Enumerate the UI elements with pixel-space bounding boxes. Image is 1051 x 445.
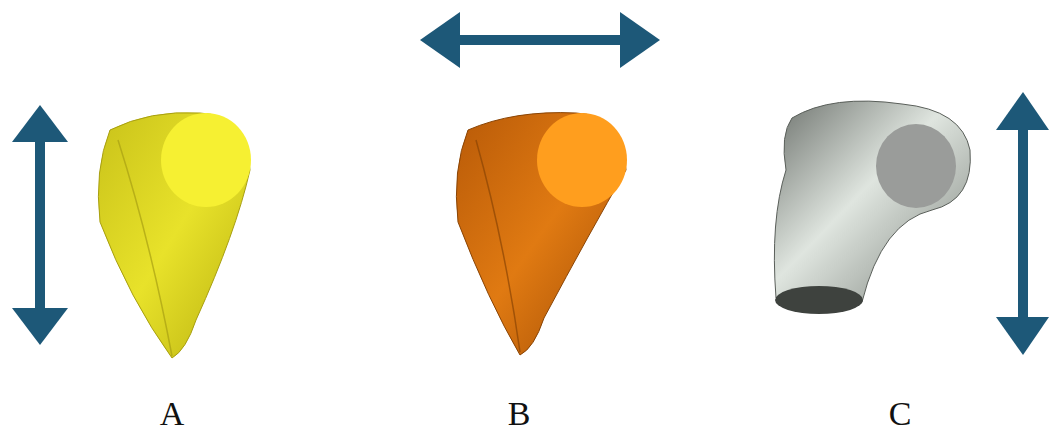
figure-label: A xyxy=(160,397,185,431)
figure-label: B xyxy=(508,397,531,431)
double-arrow xyxy=(12,105,68,345)
orange-shape xyxy=(456,113,627,355)
yellow-shape xyxy=(98,113,251,358)
figure-label: C xyxy=(889,397,912,431)
double-arrow xyxy=(996,92,1049,355)
grey-tube xyxy=(774,101,970,314)
double-arrow xyxy=(420,12,660,68)
